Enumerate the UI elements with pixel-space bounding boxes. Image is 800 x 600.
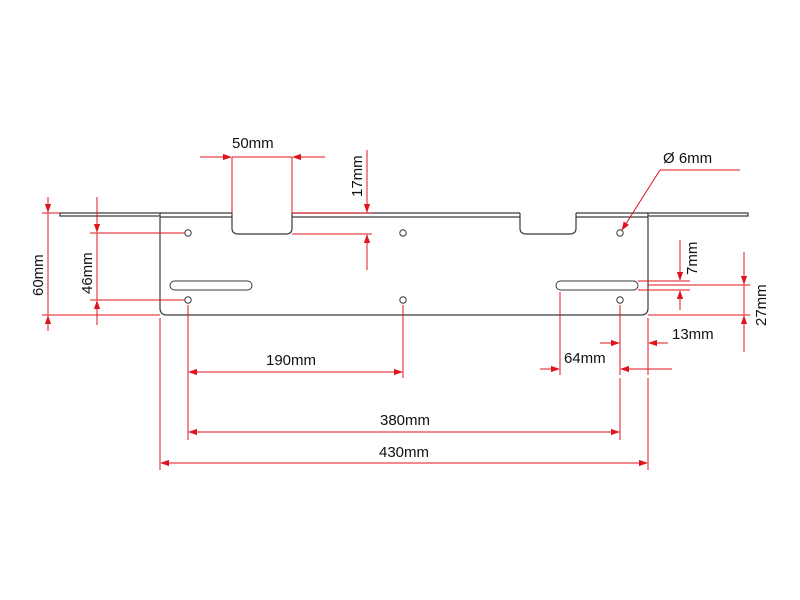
dim-hole-spacing-half	[187, 305, 404, 440]
dim-notch-width	[200, 153, 325, 213]
dim-height-holes	[90, 197, 185, 325]
notch-left	[231, 213, 293, 235]
dim-notch-depth	[292, 150, 372, 270]
notch-right	[519, 213, 577, 235]
hole-bottom-left	[184, 296, 192, 304]
hole-bottom-right	[616, 296, 624, 304]
label-slot-offset: 7mm	[684, 242, 701, 275]
hole-top-center	[399, 229, 407, 237]
dim-hole-edge-height	[648, 252, 750, 352]
label-height-holes: 46mm	[79, 252, 96, 294]
dim-overall-width	[159, 318, 649, 470]
dim-hole-edge-distance	[600, 305, 668, 375]
label-notch-width: 50mm	[232, 135, 274, 152]
label-slot-length: 64mm	[564, 350, 606, 367]
hole-top-right	[616, 229, 624, 237]
label-hole-edge-distance: 13mm	[672, 326, 714, 343]
plate-body	[159, 217, 649, 316]
label-hole-spacing-half: 190mm	[266, 352, 316, 369]
label-hole-edge-height: 27mm	[753, 284, 770, 326]
hole-bottom-center	[399, 296, 407, 304]
dim-hole-spacing-full	[188, 378, 621, 440]
dim-slot-offset	[638, 240, 690, 310]
dim-slot-length	[540, 292, 672, 375]
dimension-labels: 50mm 17mm Ø 6mm 60mm 46mm 7mm 27mm 13mm …	[30, 135, 770, 461]
slot-left	[169, 280, 253, 291]
label-hole-diameter: Ø 6mm	[663, 150, 712, 167]
label-notch-depth: 17mm	[349, 155, 366, 197]
dimension-lines	[42, 150, 750, 470]
hole-top-left	[184, 229, 192, 237]
dim-height-total	[42, 197, 160, 331]
slot-right	[555, 280, 639, 291]
label-hole-spacing-full: 380mm	[380, 412, 430, 429]
label-overall-width: 430mm	[379, 444, 429, 461]
top-flange-right	[647, 212, 749, 217]
top-flange	[59, 212, 161, 217]
label-height-total: 60mm	[30, 254, 47, 296]
dim-hole-diameter	[621, 169, 740, 231]
